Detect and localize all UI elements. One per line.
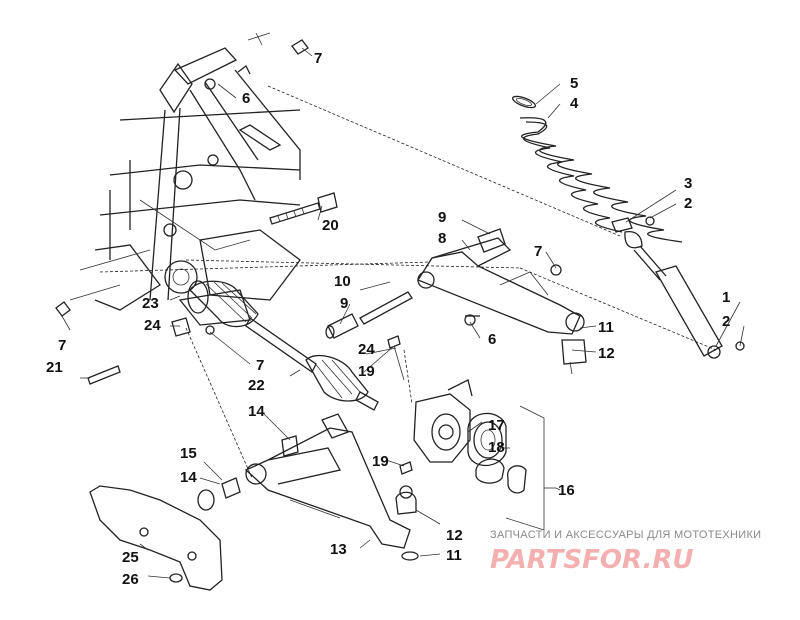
part-label-13: 13 (330, 541, 347, 558)
watermark-logo: PARTSFOR.RU (490, 545, 693, 575)
part-label-7: 7 (314, 50, 322, 67)
part-label-7: 7 (58, 337, 66, 354)
part-label-22: 22 (248, 377, 265, 394)
part-label-15: 15 (180, 445, 197, 462)
hub-bearing-drawing (467, 412, 527, 494)
part-label-23: 23 (142, 295, 159, 312)
cv-axle-drawing (187, 280, 379, 411)
part-label-2: 2 (684, 195, 692, 212)
watermark-tagline: ЗАПЧАСТИ И АКСЕССУАРЫ ДЛЯ МОТОТЕХНИКИ (490, 529, 761, 541)
lower-a-arm-drawing (244, 413, 419, 561)
part-label-8: 8 (438, 230, 446, 247)
spring-drawing (511, 95, 683, 243)
part-label-14: 14 (180, 469, 197, 486)
part-label-10: 10 (334, 273, 351, 290)
part-label-11: 11 (598, 319, 614, 336)
part-label-12: 12 (446, 527, 463, 544)
shock-absorber-drawing (611, 216, 745, 359)
part-label-5: 5 (570, 75, 578, 92)
long-bolt-drawing (269, 192, 338, 225)
upper-a-arm-drawing (417, 228, 587, 375)
part-label-16: 16 (558, 482, 575, 499)
frame-drawing (69, 32, 301, 326)
part-label-9: 9 (438, 209, 446, 226)
part-label-17: 17 (488, 417, 505, 434)
part-label-11: 11 (446, 547, 462, 564)
bushing-drawing (197, 435, 299, 511)
part-label-20: 20 (322, 217, 339, 234)
part-label-2: 2 (722, 313, 730, 330)
part-label-19: 19 (358, 363, 375, 380)
part-label-6: 6 (242, 90, 250, 107)
hardware-drawing (55, 39, 413, 475)
part-label-6: 6 (488, 331, 496, 348)
part-label-9: 9 (340, 295, 348, 312)
part-label-7: 7 (534, 243, 542, 260)
part-label-18: 18 (488, 439, 505, 456)
leader-lines (61, 47, 745, 579)
pivot-bolt-drawing (325, 291, 413, 339)
part-label-26: 26 (122, 571, 139, 588)
part-label-14: 14 (248, 403, 265, 420)
part-label-21: 21 (46, 359, 63, 376)
part-label-24: 24 (358, 341, 375, 358)
part-label-25: 25 (122, 549, 139, 566)
part-label-3: 3 (684, 175, 692, 192)
part-label-24: 24 (144, 317, 161, 334)
watermark: ЗАПЧАСТИ И АКСЕССУАРЫ ДЛЯ МОТОТЕХНИКИ PA… (490, 529, 761, 575)
part-label-19: 19 (372, 453, 389, 470)
bracket-16 (505, 405, 556, 531)
part-label-12: 12 (598, 345, 615, 362)
part-label-1: 1 (722, 289, 730, 306)
skid-plate-drawing (89, 485, 223, 591)
steering-knuckle-drawing (413, 379, 473, 463)
part-label-4: 4 (570, 95, 579, 112)
part-label-7: 7 (256, 357, 264, 374)
part-number-labels: 7 6 5 4 3 2 20 9 8 7 1 2 10 9 23 24 7 21… (46, 50, 730, 588)
